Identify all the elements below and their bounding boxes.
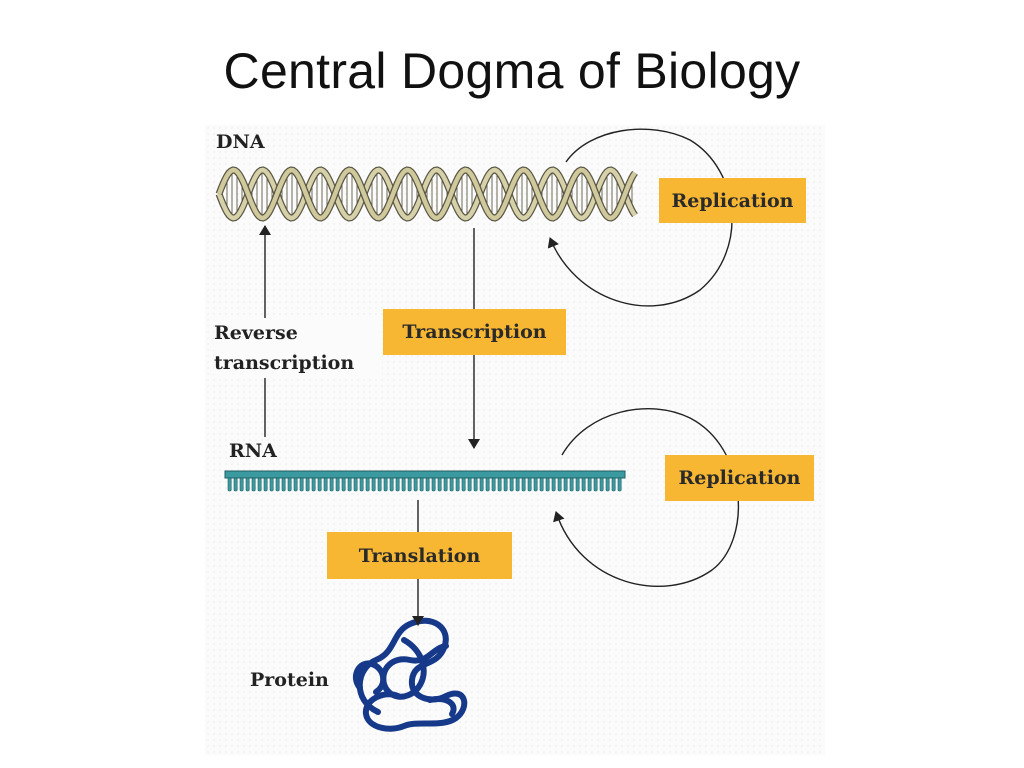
protein-label: Protein	[250, 669, 329, 691]
rna-nucleotide	[275, 477, 280, 492]
rna-nucleotide	[287, 477, 292, 492]
rna-nucleotide	[371, 477, 376, 492]
rna-nucleotide	[581, 477, 586, 492]
rna-nucleotide	[551, 477, 556, 492]
rna-nucleotide	[563, 477, 568, 492]
rna-nucleotide	[389, 477, 394, 492]
rna-nucleotide	[281, 477, 286, 492]
dna-replication-box: Replication	[659, 178, 806, 223]
rna-nucleotide	[533, 477, 538, 492]
rna-label: RNA	[229, 440, 277, 462]
rna-nucleotide	[449, 477, 454, 492]
rna-nucleotide	[611, 477, 616, 492]
rna-nucleotide	[539, 477, 544, 492]
dna-label: DNA	[216, 131, 265, 153]
rna-nucleotide	[257, 477, 262, 492]
rna-nucleotide	[443, 477, 448, 492]
rna-nucleotide	[509, 477, 514, 492]
protein-structure	[352, 617, 468, 732]
rna-nucleotide	[239, 477, 244, 492]
rna-nucleotide	[491, 477, 496, 492]
rna-nucleotide	[467, 477, 472, 492]
rna-nucleotide	[341, 477, 346, 492]
rna-nucleotide	[353, 477, 358, 492]
rna-nucleotide	[473, 477, 478, 492]
rna-nucleotide	[311, 477, 316, 492]
rna-nucleotide	[365, 477, 370, 492]
rna-nucleotide	[317, 477, 322, 492]
rna-nucleotide	[599, 477, 604, 492]
rna-nucleotide	[293, 477, 298, 492]
rna-nucleotide	[425, 477, 430, 492]
rna-nucleotide	[233, 477, 238, 492]
rna-nucleotide	[557, 477, 562, 492]
transcription-box: Transcription	[383, 309, 566, 355]
rna-nucleotide	[521, 477, 526, 492]
rna-nucleotide	[455, 477, 460, 492]
rna-nucleotide	[593, 477, 598, 492]
reverse-transcription-label: Reverse transcription	[214, 318, 382, 378]
rna-nucleotide	[461, 477, 466, 492]
rna-nucleotide	[245, 477, 250, 492]
rna-nucleotide	[395, 477, 400, 492]
rna-nucleotide	[605, 477, 610, 492]
rna-nucleotide	[359, 477, 364, 492]
rna-nucleotide	[419, 477, 424, 492]
rna-nucleotide	[587, 477, 592, 492]
rna-nucleotide	[347, 477, 352, 492]
rna-nucleotide	[497, 477, 502, 492]
rna-nucleotide	[431, 477, 436, 492]
rna-nucleotide	[617, 477, 622, 492]
rna-nucleotide	[479, 477, 484, 492]
diagram-background	[205, 125, 825, 755]
rna-nucleotide	[299, 477, 304, 492]
rna-nucleotide	[263, 477, 268, 492]
rna-nucleotide	[503, 477, 508, 492]
rna-nucleotide	[575, 477, 580, 492]
slide-title: Central Dogma of Biology	[223, 43, 801, 99]
rna-nucleotide	[305, 477, 310, 492]
rna-nucleotide	[437, 477, 442, 492]
dna-helix	[215, 166, 638, 222]
rna-replication-arrow	[553, 407, 739, 587]
rna-nucleotide	[527, 477, 532, 492]
translation-box: Translation	[327, 532, 512, 579]
rna-nucleotide	[569, 477, 574, 492]
rna-replication-box: Replication	[665, 455, 814, 501]
rna-nucleotide	[329, 477, 334, 492]
rna-nucleotide	[413, 477, 418, 492]
rna-nucleotide	[335, 477, 340, 492]
rna-nucleotide	[377, 477, 382, 492]
rna-nucleotide	[269, 477, 274, 492]
rna-nucleotide	[251, 477, 256, 492]
rna-nucleotide	[227, 477, 232, 492]
rna-nucleotide	[401, 477, 406, 492]
rna-nucleotide	[515, 477, 520, 492]
rna-nucleotide	[485, 477, 490, 492]
rna-nucleotide	[383, 477, 388, 492]
rna-nucleotide	[545, 477, 550, 492]
rna-nucleotide	[407, 477, 412, 492]
rna-strand	[224, 470, 626, 492]
rna-nucleotide	[323, 477, 328, 492]
